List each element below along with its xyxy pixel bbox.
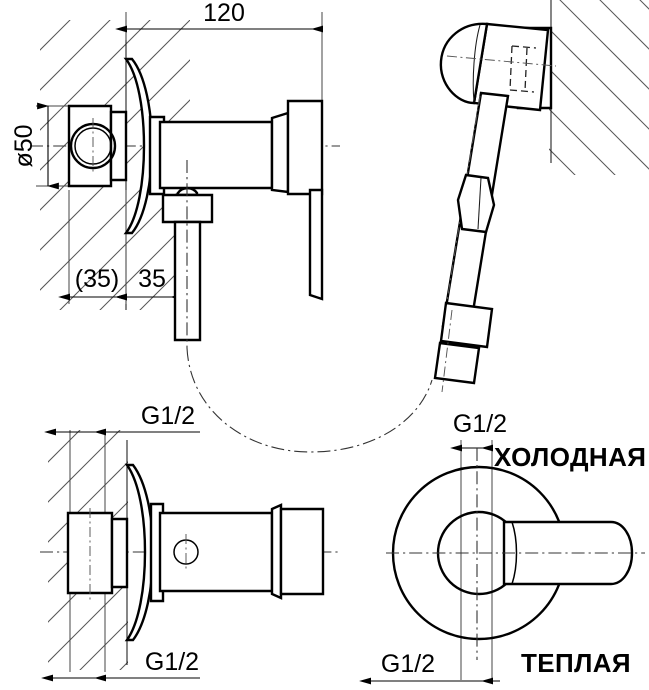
- mixer-body-bl: [158, 511, 274, 593]
- handle-hub-bl: [279, 507, 325, 596]
- rear-step-tl: [109, 110, 128, 182]
- view-top-right: [433, 0, 649, 393]
- hose-coupling-collar: [439, 301, 494, 349]
- cold-supply-label: ХОЛОДНАЯ: [494, 442, 646, 472]
- spray-head-nose: [439, 22, 489, 105]
- spray-head-internal-detail: [509, 45, 537, 93]
- dimension-120-label: 120: [203, 0, 245, 27]
- dimension-thread-bottom-br: G1/2: [359, 650, 500, 685]
- lever-handle-br[interactable]: [502, 520, 634, 586]
- body-taper-bl: [270, 503, 283, 600]
- spray-head-nose-seam: [472, 24, 481, 103]
- mixer-body-tl: [158, 120, 274, 190]
- handle-hub-tl: [286, 99, 324, 196]
- view-bottom-right: G1/2 G1/2 ХОЛОДНАЯ ТЕПЛАЯ: [359, 410, 646, 685]
- trigger-lever-seam: [477, 177, 482, 230]
- thread-label-top-br: G1/2: [453, 410, 507, 438]
- dimension-thread-bottom-bl: G1/2: [41, 648, 200, 682]
- spray-head-centerline: [446, 55, 557, 67]
- hose-path-arc: [186, 347, 433, 453]
- view-bottom-left: G1/2 G1/2: [40, 402, 340, 682]
- rear-step-bl: [110, 517, 129, 589]
- thread-label-top-bl: G1/2: [141, 402, 195, 430]
- dimension-thread-top-bl: G1/2: [44, 402, 200, 436]
- dimension-120: 120: [115, 0, 323, 100]
- dimension-phi50-label: ø50: [10, 124, 38, 167]
- hose-stub-centerline: [441, 309, 453, 393]
- warm-supply-label: ТЕПЛАЯ: [521, 648, 631, 678]
- lever-handle-tl[interactable]: [308, 188, 324, 301]
- dimension-35-ref-label: (35): [75, 265, 119, 293]
- thread-label-bottom-br: G1/2: [381, 650, 435, 678]
- lever-hub-seam-br: [511, 521, 518, 585]
- dimension-thread-top-br: G1/2: [450, 410, 507, 452]
- trigger-lever[interactable]: [456, 173, 496, 234]
- view-top-left: 120 ø50 (35) 35: [10, 0, 340, 348]
- dimension-phi50: ø50: [10, 102, 80, 190]
- body-taper-tl: [270, 111, 290, 194]
- thread-label-bottom-bl: G1/2: [145, 648, 199, 676]
- dimension-35-label: 35: [138, 265, 166, 293]
- hose-stub: [433, 341, 481, 385]
- escutcheon-plate-tl: [123, 57, 154, 235]
